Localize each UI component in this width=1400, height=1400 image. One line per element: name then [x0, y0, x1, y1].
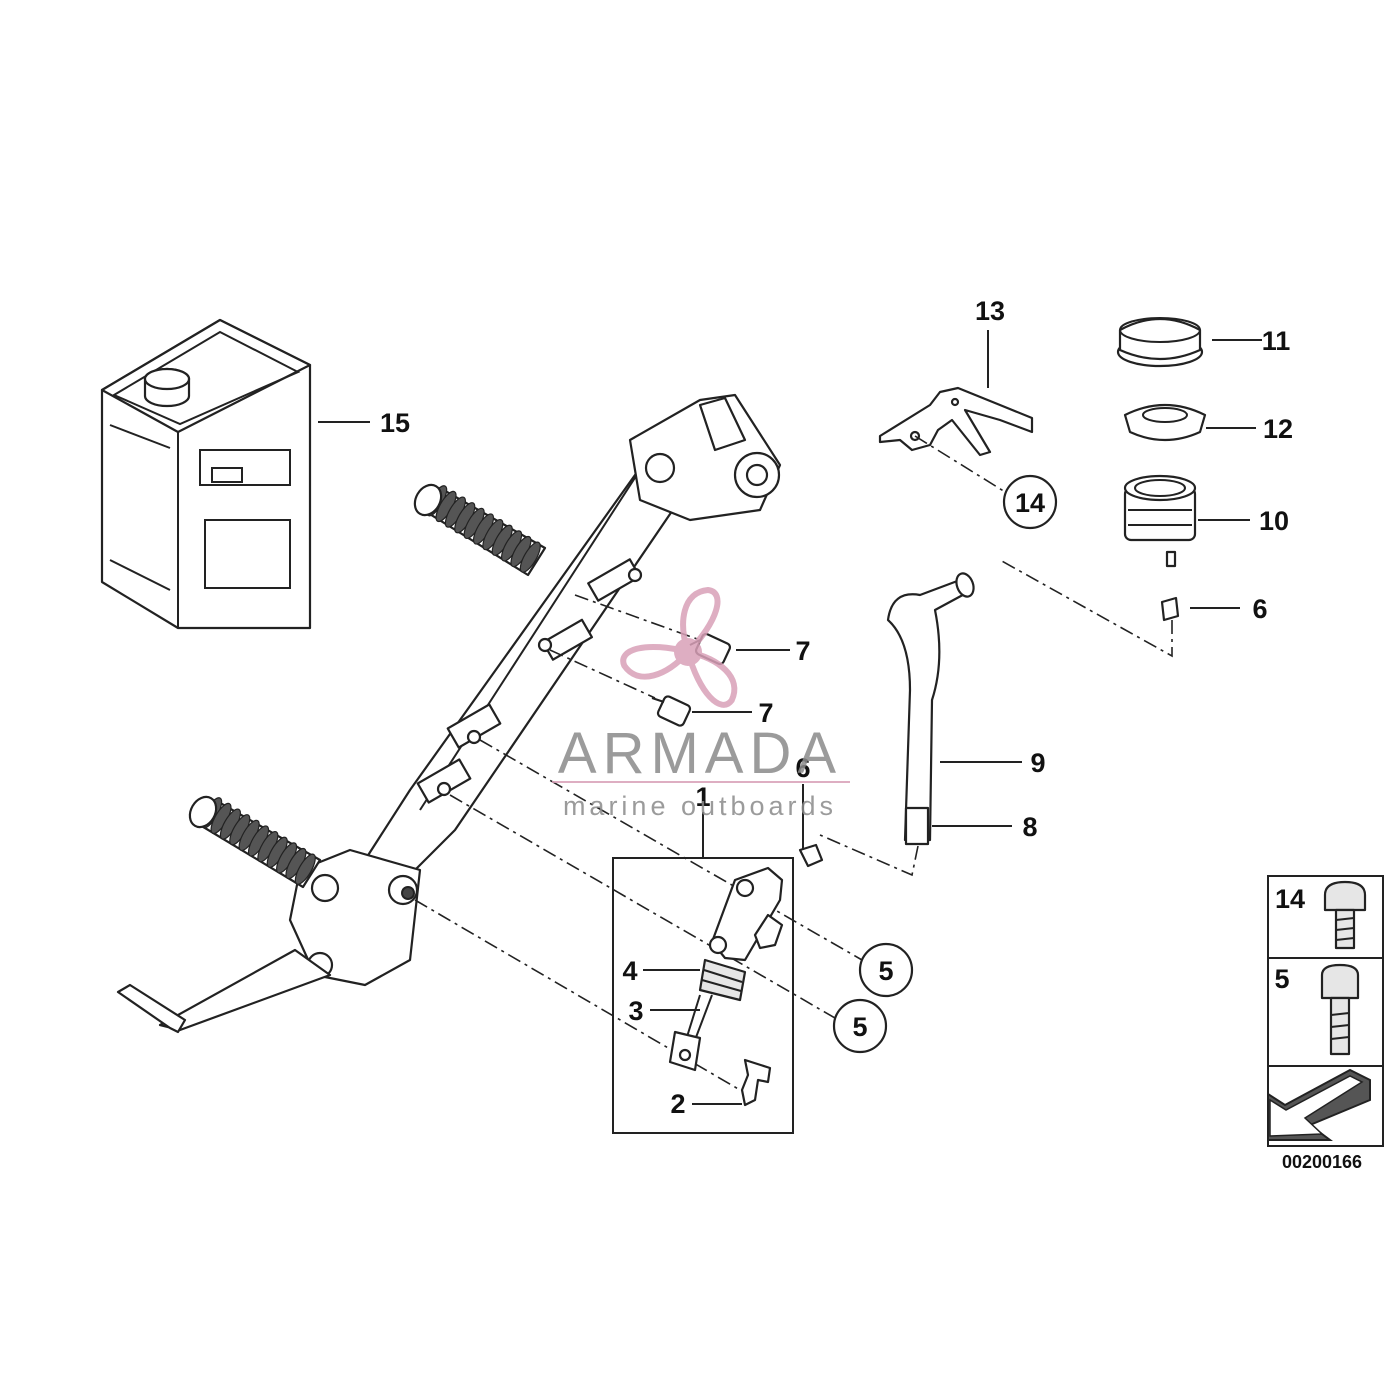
callout-1: 1 [695, 782, 710, 812]
bracket-part-13 [878, 330, 1034, 496]
hose-clamp-part-6-upper [999, 559, 1240, 658]
callout-15: 15 [380, 408, 410, 438]
armada-watermark: ARMADA marine outboards [552, 586, 850, 821]
propeller-logo-icon [620, 586, 738, 708]
callout-13: 13 [975, 296, 1005, 326]
callout-7-upper: 7 [795, 636, 810, 666]
peg-rib [294, 853, 316, 885]
callout-6-upper: 6 [1252, 594, 1267, 624]
callout-5-lower: 5 [852, 1012, 867, 1042]
reservoir-part-10 [1123, 474, 1250, 568]
callout-9: 9 [1030, 748, 1045, 778]
callout-circle-5-lower [832, 998, 888, 1054]
hose-part-9 [819, 572, 1022, 877]
upper-foot-peg [413, 483, 547, 577]
legend-label-14: 14 [1275, 884, 1305, 914]
callout-7-lower: 7 [758, 698, 773, 728]
screw-part-7-lower [549, 649, 752, 727]
direction-arrow-icon [1267, 1068, 1371, 1141]
callout-12: 12 [1263, 414, 1293, 444]
watermark-brand: ARMADA [558, 721, 842, 786]
callout-5-upper: 5 [878, 956, 893, 986]
callout-6-lower: 6 [795, 753, 810, 783]
callout-14: 14 [1015, 488, 1045, 518]
diaphragm-part-12 [1123, 403, 1256, 442]
peg-rib [519, 541, 541, 573]
master-cylinder-group-part-1 [612, 812, 794, 1134]
callout-11: 11 [1262, 326, 1291, 356]
bolt-14-icon [1323, 880, 1367, 950]
legend-label-5: 5 [1274, 964, 1289, 994]
callout-10: 10 [1259, 506, 1289, 536]
callout-2: 2 [670, 1089, 685, 1119]
watermark-tagline: marine outboards [563, 791, 837, 821]
fluid-can-part-15 [100, 318, 370, 630]
fastener-legend: 14 5 [1267, 875, 1384, 1147]
reservoir-cap-part-11 [1116, 317, 1262, 368]
callout-3: 3 [628, 996, 643, 1026]
hose-clamp-part-6-lower [798, 784, 824, 868]
callout-8: 8 [1022, 812, 1037, 842]
lower-foot-peg [188, 795, 322, 889]
footrest-bracket [116, 393, 782, 1034]
callout-circle-5-upper [858, 942, 914, 998]
callout-4: 4 [622, 956, 637, 986]
diagram-number: 00200166 [1282, 1152, 1362, 1172]
bolt-5-icon [1320, 963, 1360, 1056]
callout-circle-14 [1002, 474, 1058, 530]
